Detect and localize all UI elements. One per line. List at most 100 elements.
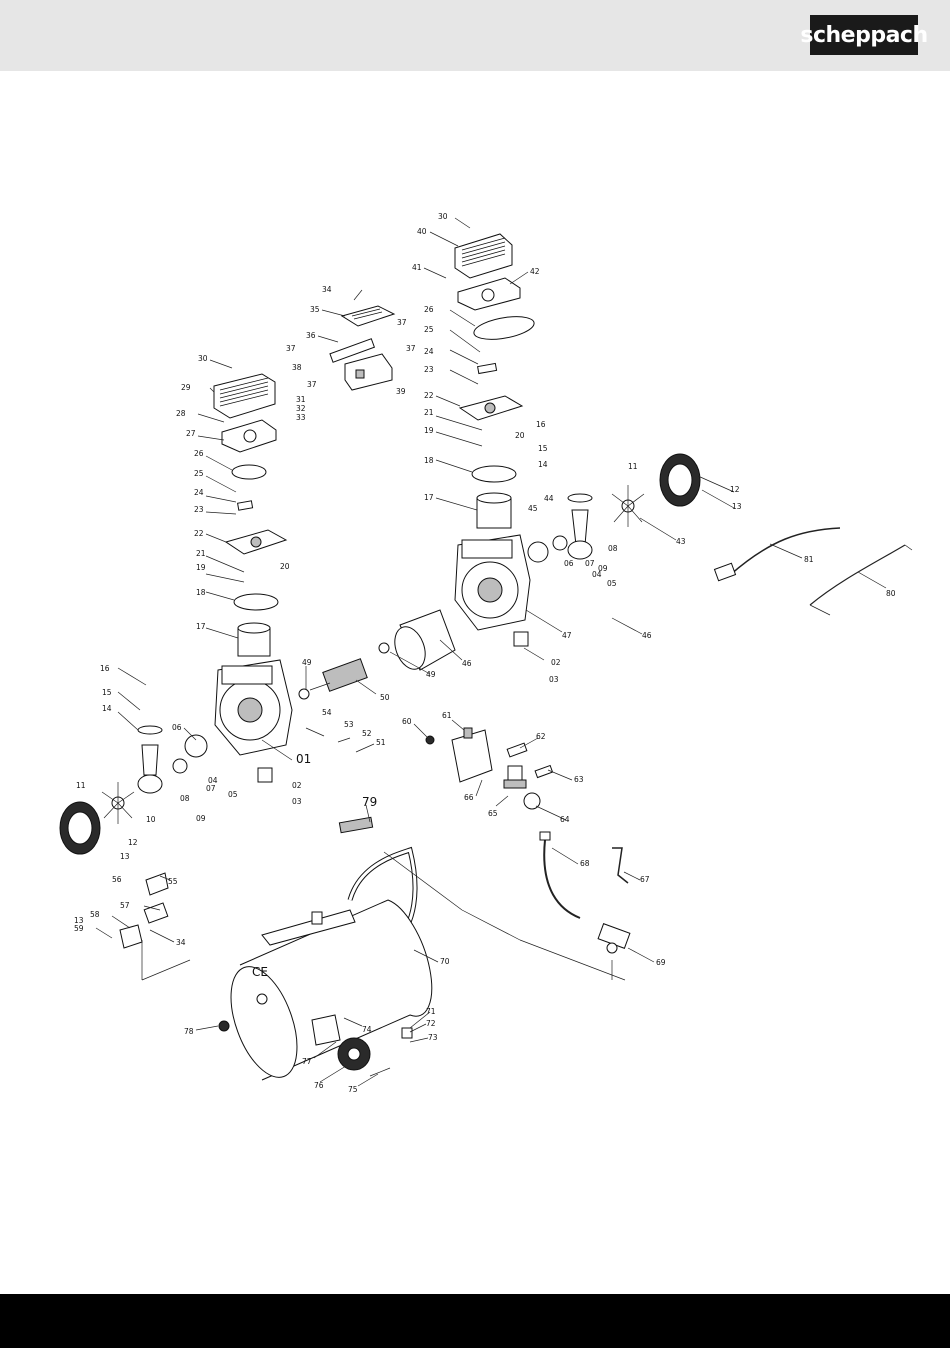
label-77: 77 bbox=[302, 1057, 312, 1066]
label-47: 47 bbox=[562, 631, 572, 640]
clamp-screw bbox=[95, 927, 113, 939]
left-valve-plate bbox=[224, 529, 288, 555]
left-cylinder-sleeve bbox=[237, 622, 271, 657]
label-53: 53 bbox=[344, 720, 354, 729]
label-20: 20 bbox=[280, 562, 290, 571]
right-end-cap bbox=[527, 541, 549, 563]
label-31: 31 bbox=[296, 395, 306, 404]
right-reed-valve bbox=[477, 362, 498, 375]
label-37: 37 bbox=[286, 344, 296, 353]
label-49: 49 bbox=[302, 658, 312, 667]
exploded-parts-diagram: CE bbox=[0, 200, 950, 1100]
label-17: 17 bbox=[424, 493, 434, 502]
label-15: 15 bbox=[102, 688, 112, 697]
label-25: 25 bbox=[424, 325, 434, 334]
label-21: 21 bbox=[424, 408, 434, 417]
label-51: 51 bbox=[376, 738, 386, 747]
label-63: 63 bbox=[574, 775, 584, 784]
label-65: 65 bbox=[488, 809, 498, 818]
right-valve-plate bbox=[458, 395, 524, 421]
label-18: 18 bbox=[196, 588, 206, 597]
label-04: 04 bbox=[592, 570, 602, 579]
left-valve-gasket bbox=[231, 464, 267, 480]
left-connecting-rod bbox=[137, 725, 163, 794]
label-26: 26 bbox=[424, 305, 434, 314]
label-67: 67 bbox=[640, 875, 650, 884]
right-head-body bbox=[457, 277, 521, 311]
label-64: 64 bbox=[560, 815, 570, 824]
label-72: 72 bbox=[426, 1019, 436, 1028]
label-15: 15 bbox=[538, 444, 548, 453]
right-bearing bbox=[552, 535, 568, 551]
label-22: 22 bbox=[194, 529, 204, 538]
brand-logo: scheppach bbox=[800, 15, 928, 55]
label-05: 05 bbox=[228, 790, 238, 799]
label-34: 34 bbox=[322, 285, 332, 294]
label-14: 14 bbox=[102, 704, 112, 713]
label-73: 73 bbox=[428, 1033, 438, 1042]
label-11: 11 bbox=[628, 462, 638, 471]
label-30: 30 bbox=[438, 212, 448, 221]
label-19: 19 bbox=[424, 426, 434, 435]
label-04: 04 bbox=[208, 776, 218, 785]
left-end-cap bbox=[184, 734, 208, 758]
label-06: 06 bbox=[172, 723, 182, 732]
label-21: 21 bbox=[196, 549, 206, 558]
label-23: 23 bbox=[194, 505, 204, 514]
label-79: 79 bbox=[362, 795, 377, 809]
left-fan-guard bbox=[59, 801, 101, 855]
bearing-left bbox=[298, 688, 310, 700]
label-44: 44 bbox=[544, 494, 554, 503]
left-fan bbox=[101, 782, 135, 824]
label-62: 62 bbox=[536, 732, 546, 741]
center-intake-manifold bbox=[344, 353, 393, 391]
label-27: 27 bbox=[186, 429, 196, 438]
quick-coupler bbox=[506, 742, 528, 758]
label-69: 69 bbox=[656, 958, 666, 967]
label-76: 76 bbox=[314, 1081, 324, 1090]
label-75: 75 bbox=[348, 1085, 358, 1094]
label-50: 50 bbox=[380, 693, 390, 702]
label-05: 05 bbox=[607, 579, 617, 588]
label-81: 81 bbox=[804, 555, 814, 564]
label-66: 66 bbox=[464, 793, 474, 802]
label-02: 02 bbox=[551, 658, 561, 667]
rubber-foot bbox=[401, 1027, 413, 1039]
label-46: 46 bbox=[642, 631, 652, 640]
label-17: 17 bbox=[196, 622, 206, 631]
label-08: 08 bbox=[608, 544, 618, 553]
motor-cable bbox=[809, 544, 913, 616]
tank-bracket bbox=[261, 909, 356, 946]
label-46: 46 bbox=[462, 659, 472, 668]
label-52: 52 bbox=[362, 729, 372, 738]
handle-clamp bbox=[119, 924, 143, 949]
label-25: 25 bbox=[194, 469, 204, 478]
footer-band bbox=[0, 1294, 950, 1348]
hose-connector bbox=[338, 816, 374, 834]
label-20: 20 bbox=[515, 431, 525, 440]
label-38: 38 bbox=[292, 363, 302, 372]
right-head-cover bbox=[454, 233, 513, 279]
label-22: 22 bbox=[424, 391, 434, 400]
pressure-regulator bbox=[503, 765, 527, 789]
label-35: 35 bbox=[310, 305, 320, 314]
pressure-switch bbox=[451, 727, 493, 783]
label-36: 36 bbox=[306, 331, 316, 340]
label-42: 42 bbox=[530, 267, 540, 276]
pressure-hose bbox=[539, 831, 581, 919]
right-fan bbox=[611, 485, 645, 527]
label-41: 41 bbox=[412, 263, 422, 272]
drain-rod bbox=[612, 847, 629, 884]
label-37: 37 bbox=[397, 318, 407, 327]
label-45: 45 bbox=[528, 504, 538, 513]
label-80: 80 bbox=[886, 589, 896, 598]
label-61: 61 bbox=[442, 711, 452, 720]
label-58: 58 bbox=[90, 910, 100, 919]
label-28: 28 bbox=[176, 409, 186, 418]
label-54: 54 bbox=[322, 708, 332, 717]
label-13: 13 bbox=[732, 502, 742, 511]
label-24: 24 bbox=[194, 488, 204, 497]
label-24: 24 bbox=[424, 347, 434, 356]
label-02: 02 bbox=[292, 781, 302, 790]
center-intake-pipe bbox=[329, 338, 376, 363]
